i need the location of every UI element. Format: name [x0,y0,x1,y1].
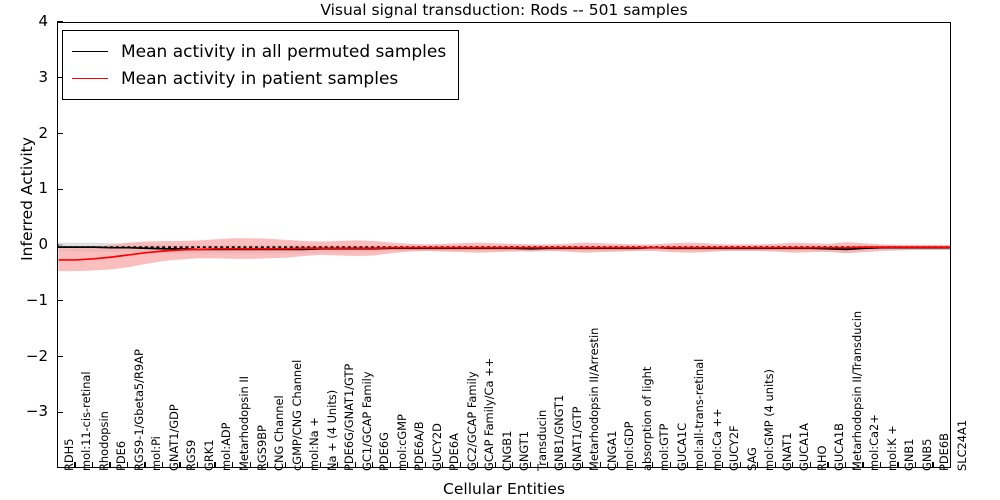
x-tick-mark [494,462,496,468]
x-tick-mark [827,462,829,468]
x-tick-mark [862,462,864,468]
x-tick-mark [249,462,251,468]
x-tick-mark [774,462,776,468]
legend-item-0[interactable]: Mean activity in all permuted samples [72,38,446,65]
legend-label: Mean activity in patient samples [121,68,399,89]
x-tick-mark [319,462,321,468]
x-tick-mark [547,462,549,468]
y-tick-mark [57,355,63,358]
x-tick-mark [844,462,847,468]
x-tick-mark [897,462,899,468]
x-tick-mark [354,462,356,468]
x-tick-mark [739,462,741,468]
x-tick-label: SLC24A1 [954,419,969,471]
x-tick-mark [704,462,706,468]
x-tick-mark [267,462,269,468]
x-tick-mark [512,462,514,468]
x-tick-mark [214,462,216,468]
y-tick-mark [57,132,63,135]
x-tick-mark [144,462,146,468]
x-tick-mark [302,462,304,468]
x-tick-mark [599,462,601,468]
x-tick-mark [617,462,619,468]
x-tick-mark [126,462,129,468]
x-tick-mark [91,462,94,468]
x-tick-mark [407,462,409,468]
x-tick-mark [284,462,286,468]
patient-mean-line [58,246,950,261]
x-tick-mark [477,462,479,468]
legend-line-icon [72,78,108,79]
y-tick-label: −3 [25,402,48,421]
x-tick-mark [424,462,426,468]
x-tick-mark [687,462,689,468]
x-tick-mark [389,462,391,468]
x-tick-mark [231,462,234,468]
x-tick-mark [879,462,882,468]
y-tick-label: 2 [38,123,48,142]
x-tick-mark [564,462,566,468]
x-tick-mark [372,462,374,468]
plot-area [57,22,951,468]
x-tick-mark [669,462,671,468]
x-tick-mark [722,462,724,468]
patient-band [58,238,950,272]
x-tick-mark [914,462,917,468]
legend-item-1[interactable]: Mean activity in patient samples [72,65,446,92]
y-tick-mark [57,411,63,413]
x-tick-mark [529,462,531,468]
x-tick-mark [652,462,654,468]
y-tick-mark [57,188,63,190]
y-tick-label: −2 [25,346,48,365]
x-tick-mark [757,462,759,468]
x-tick-mark [809,462,811,468]
chart-title: Visual signal transduction: Rods -- 501 … [320,1,688,19]
y-tick-label: −1 [25,290,48,309]
x-tick-mark [932,462,934,468]
x-tick-mark [109,462,111,468]
x-tick-mark [582,462,584,468]
y-axis-label: Inferred Activity [18,137,36,261]
x-tick-mark [74,462,76,468]
plot-canvas [58,238,950,272]
y-tick-mark [57,77,63,79]
x-tick-mark [459,462,461,468]
y-tick-label: 0 [38,235,48,253]
x-tick-mark [337,462,339,468]
x-axis-label: Cellular Entities [443,480,565,498]
x-tick-mark [634,462,636,468]
x-tick-mark [196,462,199,468]
y-tick-label: 4 [38,12,48,30]
legend-label: Mean activity in all permuted samples [121,41,447,62]
y-tick-label: 1 [38,179,48,198]
x-tick-mark [179,462,181,468]
y-tick-mark [57,21,63,23]
y-tick-label: 3 [38,67,48,86]
legend-line-icon [72,51,108,52]
x-tick-mark [161,462,164,468]
x-tick-mark [442,462,444,468]
y-tick-mark [57,300,63,302]
x-tick-mark [792,462,794,468]
